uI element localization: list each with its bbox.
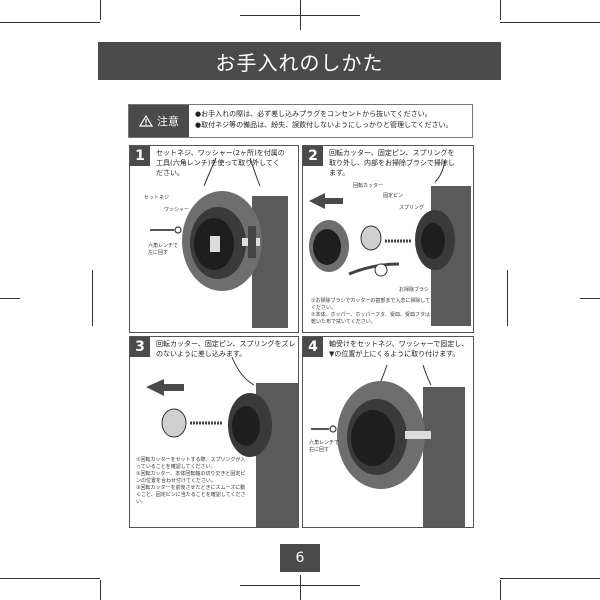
label-rotary-cutter: 回転カッター (353, 183, 384, 189)
page-title: お手入れのしかた (98, 42, 501, 80)
crop-mark (500, 580, 501, 600)
crop-mark (500, 22, 600, 23)
crop-mark (100, 0, 101, 20)
grinder-illustration-3 (146, 356, 298, 527)
grinder-illustration-4 (311, 364, 465, 527)
step-panel-3: 3 回転カッター、固定ピン、スプリングをズレのないように差し込みます。 ①回転カ… (129, 336, 299, 528)
step-text: セットネジ、ワッシャー(2ヶ所)を付属の工具(六角レンチ)を使って取り外してくだ… (156, 149, 285, 177)
label-spring: スプリング (399, 205, 425, 211)
crop-mark (0, 22, 100, 23)
note-line: ①回転カッターをセットする際、スプリングが入っていることを確認してください。 (136, 457, 246, 470)
crop-mark (240, 585, 360, 586)
step-header-4: 4 軸受けをセットネジ、ワッシャーで固定し、▼の位置が上にくるように取り付けます… (303, 337, 469, 359)
crop-mark (500, 0, 501, 20)
step-header-1: 1 セットネジ、ワッシャー(2ヶ所)を付属の工具(六角レンチ)を使って取り外して… (130, 146, 286, 178)
step-text: 回転カッター、固定ピン、スプリングをズレのないように差し込みます。 (156, 340, 296, 358)
caution-text: ●お手入れの際は、必ず差し込みプラグをコンセントから抜いてください。 ●取付ネジ… (189, 105, 459, 137)
step-number: 4 (303, 337, 323, 357)
caution-box: 注意 ●お手入れの際は、必ず差し込みプラグをコンセントから抜いてください。 ●取… (128, 104, 473, 138)
step-note: ①お掃除ブラシでカッターの歯部まで入念に掃除してください。 ②本体、ホッパー、ホ… (311, 298, 431, 326)
step-note: ①回転カッターをセットする際、スプリングが入っていることを確認してください。 ②… (136, 457, 248, 506)
label-hex-wrench: 六角レンチで左に回す (148, 243, 179, 256)
caution-line: ●取付ネジ等の備品は、紛失、誤飲付しないようにしっかりと管理してください。 (195, 121, 453, 129)
note-line: ③回転カッターを前後させたときにスムーズに動くこと、固定ピンに当たることを確認し… (136, 485, 246, 505)
step-text: 回転カッター、固定ピン、スプリングを取り外し、内部をお掃除ブラシで掃除します。 (329, 149, 455, 177)
label-set-screw: セットネジ (144, 195, 170, 201)
step-header-3: 3 回転カッター、固定ピン、スプリングをズレのないように差し込みます。 (130, 337, 296, 359)
step-panel-4: 4 軸受けをセットネジ、ワッシャーで固定し、▼の位置が上にくるように取り付けます… (302, 336, 474, 528)
step-text: 軸受けをセットネジ、ワッシャーで固定し、▼の位置が上にくるように取り付けます。 (329, 340, 469, 358)
crop-mark (500, 578, 600, 579)
label-fixed-pin: 固定ピン (383, 193, 404, 199)
note-line: ②回転カッター、本体回転軸の切り欠きと固定ピンの位置を合わせ付けてください。 (136, 471, 246, 484)
label-cleaning-brush: お掃除ブラシ (399, 287, 429, 293)
note-line: ②本体、ホッパー、ホッパーフタ、受皿、受皿フタは乾いた布で拭いてください。 (311, 312, 430, 325)
label-washer: ワッシャー (164, 207, 190, 213)
crop-mark (580, 298, 600, 299)
step-panel-2: 2 回転カッター、固定ピン、スプリングを取り外し、内部をお掃除ブラシで掃除します… (302, 145, 474, 333)
crop-mark (0, 578, 100, 579)
page-number: 6 (280, 544, 320, 572)
step-panel-1: 1 セットネジ、ワッシャー(2ヶ所)を付属の工具(六角レンチ)を使って取り外して… (129, 145, 299, 333)
caution-label: 注意 (129, 105, 189, 137)
step-header-2: 2 回転カッター、固定ピン、スプリングを取り外し、内部をお掃除ブラシで掃除します… (303, 146, 459, 178)
crop-mark (100, 580, 101, 600)
crop-mark (507, 270, 508, 326)
step-number: 1 (130, 146, 150, 166)
label-hex-wrench-right: 六角レンチで右に回す (309, 440, 340, 453)
crop-mark (0, 298, 20, 299)
crop-mark (92, 270, 93, 326)
caution-line: ●お手入れの際は、必ず差し込みプラグをコンセントから抜いてください。 (195, 110, 432, 118)
grinder-illustration-1 (150, 157, 288, 328)
step-number: 2 (303, 146, 323, 166)
warning-icon (139, 115, 153, 127)
crop-mark (300, 575, 301, 600)
note-line: ①お掃除ブラシでカッターの歯部まで入念に掃除してください。 (311, 298, 431, 311)
step-number: 3 (130, 337, 150, 357)
grinder-illustration-2 (309, 159, 471, 326)
caution-label-text: 注意 (157, 115, 179, 128)
crop-mark (240, 15, 360, 16)
